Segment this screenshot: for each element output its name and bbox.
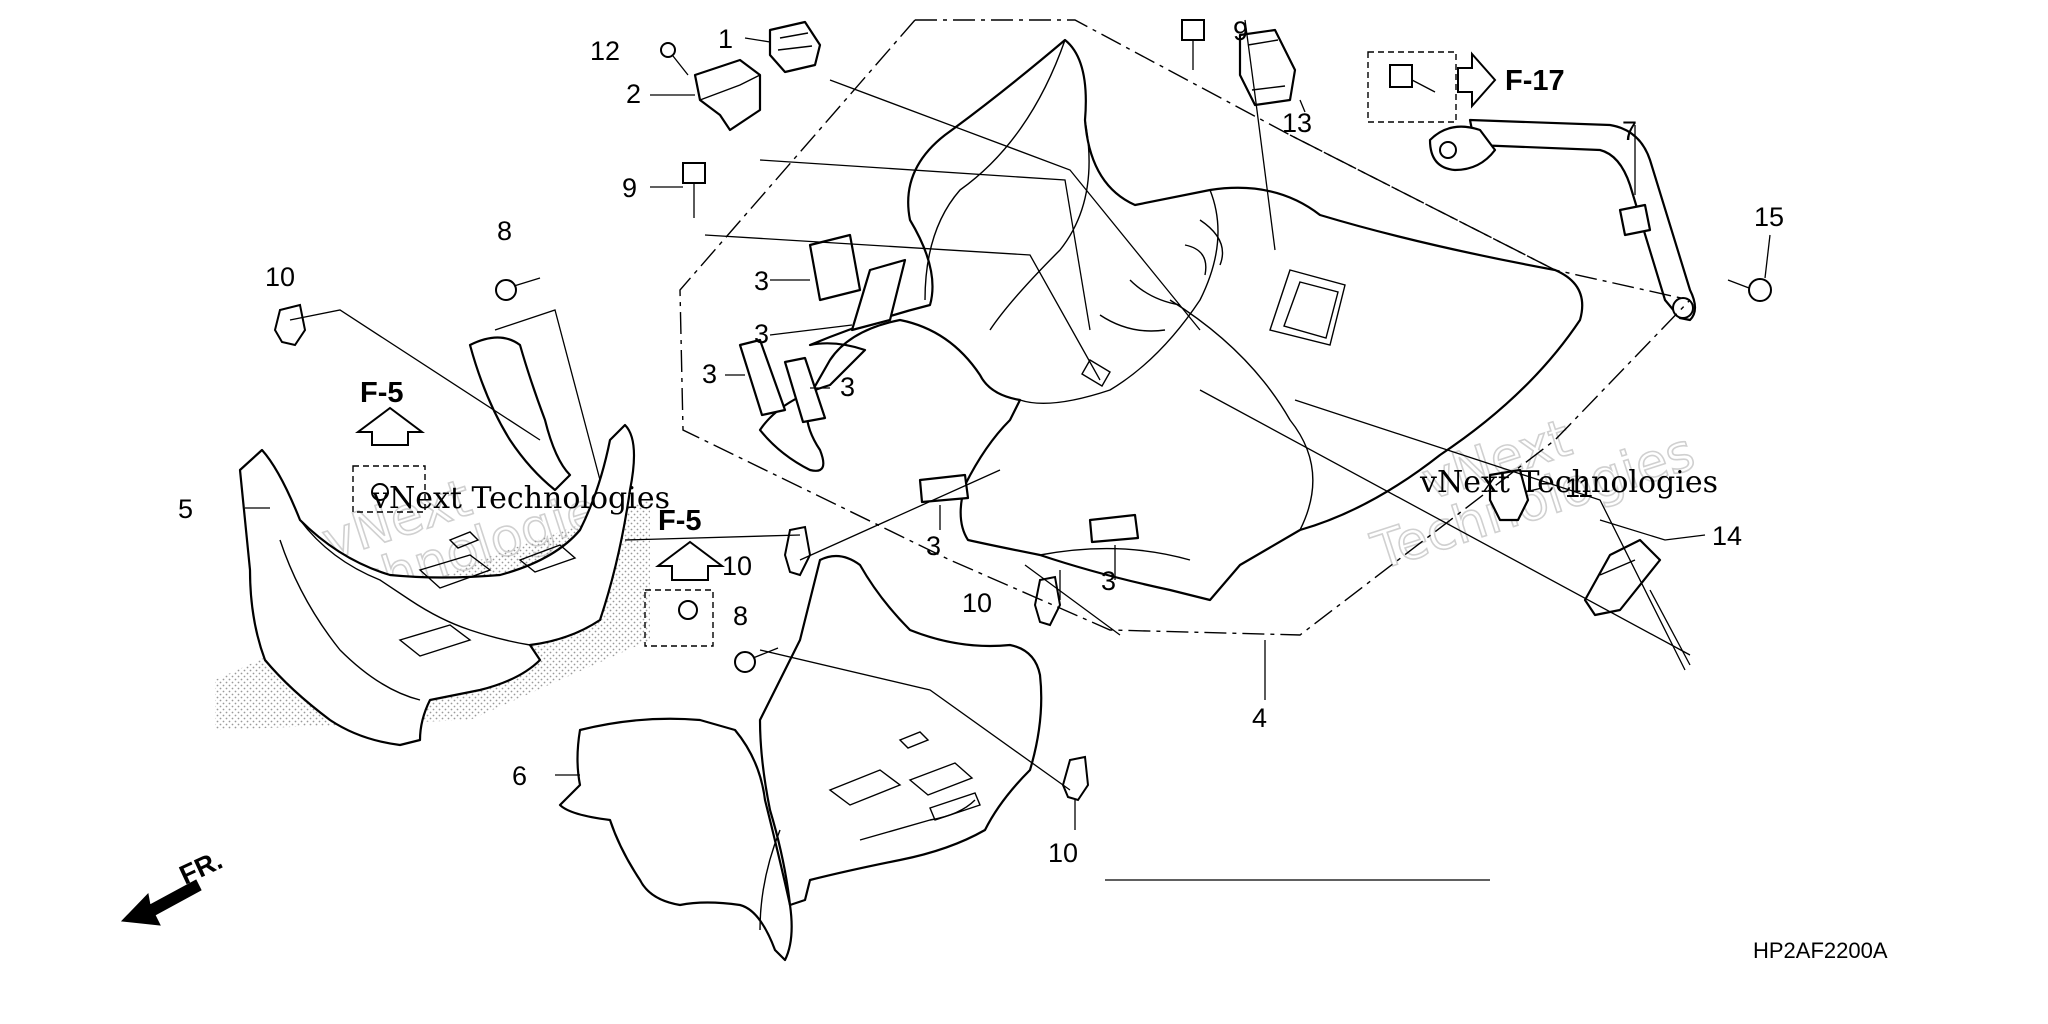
pads-part-3 [738, 233, 1140, 544]
callout-10: 10 [1048, 838, 1078, 868]
callouts: 1 2 3 3 3 3 3 3 4 5 6 7 8 8 9 9 10 10 10… [178, 16, 1784, 868]
callout-10: 10 [265, 262, 295, 292]
callout-9: 9 [1233, 16, 1248, 46]
ref-label-f5-left: F-5 [360, 377, 404, 409]
callout-10: 10 [962, 588, 992, 618]
rear-fender [758, 38, 1584, 602]
callout-7: 7 [1622, 116, 1637, 146]
callout-2: 2 [626, 79, 641, 109]
callout-3: 3 [754, 266, 769, 296]
callout-8: 8 [733, 601, 748, 631]
left-front-fender [238, 336, 636, 747]
callout-10: 10 [722, 551, 752, 581]
clip-part-1 [768, 20, 822, 74]
ref-box-f5-center [644, 589, 714, 647]
bracket-part-2 [693, 58, 762, 132]
watermark-right: vNext Technologies [1419, 465, 1718, 500]
callout-14: 14 [1712, 521, 1742, 551]
callout-1: 1 [718, 24, 733, 54]
leader-lines [245, 19, 1771, 881]
arrow-f5-center [655, 540, 725, 581]
callout-4: 4 [1252, 703, 1267, 733]
callout-5: 5 [178, 494, 193, 524]
diagram-code: HP2AF2200A [1753, 938, 1888, 963]
callout-13: 13 [1282, 108, 1312, 138]
ref-box-f5-left [352, 465, 426, 513]
callout-8: 8 [497, 216, 512, 246]
callout-11: 11 [1565, 473, 1593, 503]
callout-3: 3 [702, 359, 717, 389]
ref-label-f17: F-17 [1505, 65, 1565, 97]
arrow-f17 [1457, 51, 1497, 109]
callout-15: 15 [1754, 202, 1784, 232]
hardware [273, 19, 1772, 802]
ref-box-f17 [1367, 51, 1457, 123]
callout-3: 3 [926, 531, 941, 561]
callout-12: 12 [590, 36, 620, 66]
front-label: FR. [175, 845, 227, 891]
arrow-f5-left [355, 406, 425, 446]
callout-3: 3 [840, 372, 855, 402]
front-direction-arrow [120, 879, 202, 926]
callout-6: 6 [512, 761, 527, 791]
ref-label-f5-center: F-5 [658, 505, 702, 537]
watermark-left: vNext Technologies [371, 481, 670, 516]
callout-9: 9 [622, 173, 637, 203]
strap-part-14 [1583, 538, 1662, 617]
callout-3: 3 [754, 319, 769, 349]
assembly-lines [679, 19, 1691, 636]
callout-3: 3 [1101, 566, 1116, 596]
right-front-fender [558, 554, 1043, 962]
